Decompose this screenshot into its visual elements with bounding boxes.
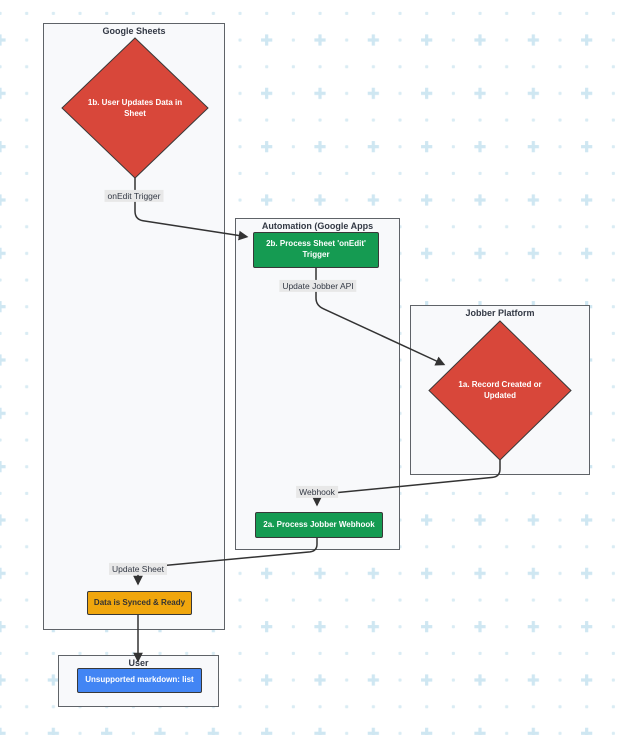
edge-label-update-sheet: Update Sheet xyxy=(109,562,167,576)
node-unsupported-markdown: Unsupported markdown: list xyxy=(77,668,202,693)
edge-webhook xyxy=(312,460,501,507)
node-process-jobber-webhook: 2a. Process Jobber Webhook xyxy=(255,512,383,538)
edge-label-webhook: Webhook xyxy=(296,485,338,499)
cluster-jobber-platform-title: Jobber Platform xyxy=(465,308,535,318)
edge-update-jobber-api xyxy=(315,268,446,366)
edge-label-update-jobber-api: Update Jobber API xyxy=(279,279,357,293)
edge-update-sheet xyxy=(133,538,318,586)
node-data-synced-ready: Data is Synced & Ready xyxy=(87,591,192,615)
node-process-onedit-trigger: 2b. Process Sheet 'onEdit' Trigger xyxy=(253,232,379,268)
diamond-record-created-updated xyxy=(428,320,572,461)
cluster-automation-title: Automation (Google Apps xyxy=(261,221,374,231)
edge-label-onedit-trigger: onEdit Trigger xyxy=(104,189,164,203)
diamond-user-updates-sheet xyxy=(61,37,209,179)
edge-onedit-trigger xyxy=(134,178,249,241)
cluster-user-title: User xyxy=(128,658,149,668)
cluster-google-sheets-title: Google Sheets xyxy=(102,26,166,36)
